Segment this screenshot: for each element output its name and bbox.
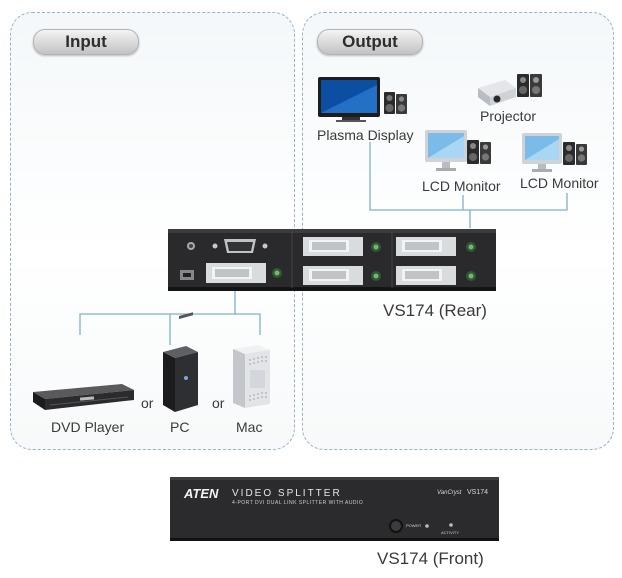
projector-label: Projector bbox=[480, 108, 537, 124]
front-activity-label: ACTIVITY bbox=[441, 530, 460, 535]
pc-label: PC bbox=[170, 419, 190, 435]
plasma-display-icon bbox=[318, 77, 407, 122]
plasma-display-label: Plasma Display bbox=[317, 127, 414, 143]
front-power-label: POWER bbox=[406, 523, 422, 528]
lcd-monitor-2-icon bbox=[522, 133, 587, 172]
projector-icon bbox=[478, 74, 542, 106]
dvd-player-icon bbox=[33, 384, 134, 410]
front-sub-brand: VanCryst bbox=[437, 490, 462, 496]
vs174-front-label: VS174 (Front) bbox=[377, 549, 484, 568]
input-panel-title: Input bbox=[33, 29, 139, 55]
vs174-rear-unit bbox=[168, 229, 496, 291]
dvd-player-label: DVD Player bbox=[51, 419, 125, 435]
front-product-name: VIDEO SPLITTER bbox=[232, 488, 342, 499]
mac-label: Mac bbox=[236, 419, 263, 435]
pc-tower-icon bbox=[163, 312, 198, 412]
lcd-monitor-1-label: LCD Monitor bbox=[422, 178, 501, 194]
output-connection-lines bbox=[369, 142, 568, 228]
or-label-1: or bbox=[141, 395, 154, 411]
front-model: VS174 bbox=[467, 489, 489, 496]
lcd-monitor-1-icon bbox=[425, 130, 491, 171]
vs174-front-unit bbox=[170, 477, 499, 541]
front-brand-logo: ATEN bbox=[184, 486, 219, 501]
lcd-monitor-2-label: LCD Monitor bbox=[520, 175, 599, 191]
or-label-2: or bbox=[212, 395, 225, 411]
vs174-rear-label: VS174 (Rear) bbox=[383, 301, 487, 320]
front-subtitle: 4-PORT DVI DUAL LINK SPLITTER WITH AUDIO bbox=[232, 500, 364, 506]
mac-tower-icon bbox=[233, 345, 270, 408]
output-panel-title: Output bbox=[317, 29, 423, 55]
input-connection-lines bbox=[79, 290, 261, 345]
